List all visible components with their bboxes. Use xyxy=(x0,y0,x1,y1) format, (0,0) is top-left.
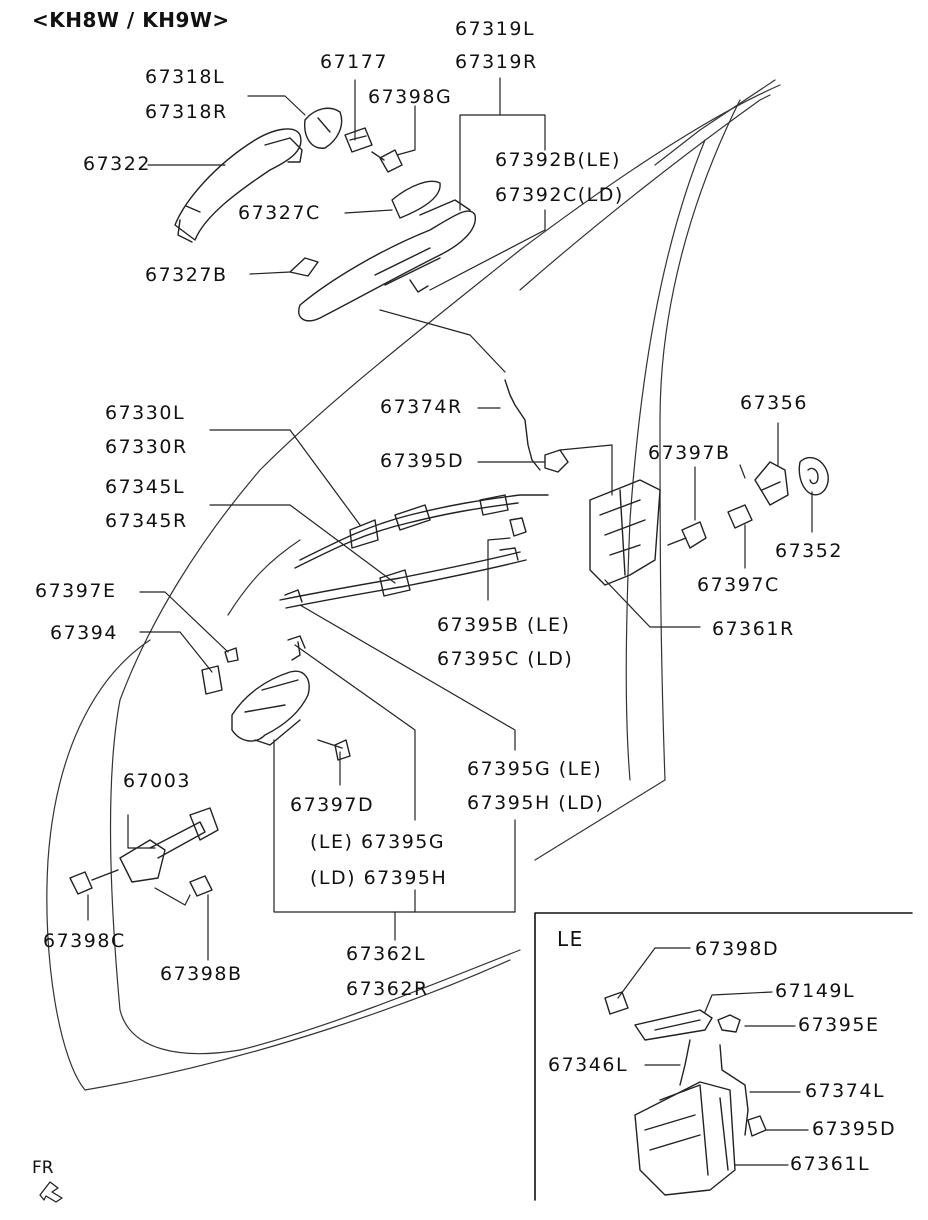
label-67398D: 67398D xyxy=(695,938,780,960)
clips-shapes xyxy=(201,449,569,695)
label-67397C: 67397C xyxy=(697,574,780,596)
screw-67398G-shape xyxy=(371,149,403,173)
striker-67356-shape xyxy=(754,461,789,506)
label-67374L: 67374L xyxy=(805,1080,886,1102)
label-67177: 67177 xyxy=(320,51,388,73)
label-67003: 67003 xyxy=(123,770,191,792)
label-67346L: 67346L xyxy=(548,1054,629,1076)
label-67330L: 67330L xyxy=(105,402,186,424)
label-67398G: 67398G xyxy=(368,86,453,108)
label-67397B: 67397B xyxy=(648,442,731,464)
fr-direction-arrow xyxy=(39,1181,63,1203)
rods-and-cables xyxy=(279,379,549,661)
label-67322: 67322 xyxy=(83,153,151,175)
label-67356: 67356 xyxy=(740,392,808,414)
label-67319R: 67319R xyxy=(455,51,538,73)
label-67318R: 67318R xyxy=(145,101,228,123)
label-67394: 67394 xyxy=(50,622,118,644)
label-67395H-b: (LD) 67395H xyxy=(310,867,448,889)
part-67177-shape xyxy=(344,127,373,153)
label-67319L: 67319L xyxy=(455,18,536,40)
label-67395D: 67395D xyxy=(380,450,465,472)
label-67395D-inset: 67395D xyxy=(812,1118,897,1140)
label-67362L: 67362L xyxy=(346,943,427,965)
gasket-67327C-shape xyxy=(391,180,441,219)
label-67397E: 67397E xyxy=(35,580,117,602)
inset-link-67149L-shape xyxy=(604,991,713,1041)
inside-handle-67362-shape xyxy=(231,670,310,746)
inset-title: LE xyxy=(557,927,584,951)
door-panel-outline xyxy=(46,79,781,1091)
outside-handle-67322-shape xyxy=(174,128,303,243)
label-67398B: 67398B xyxy=(160,963,243,985)
label-67352: 67352 xyxy=(775,540,843,562)
diagram-title: <KH8W / KH9W> xyxy=(32,8,230,32)
handle-base-67319-shape xyxy=(298,199,476,322)
label-67395C: 67395C (LD) xyxy=(437,648,574,670)
label-67345L: 67345L xyxy=(105,476,186,498)
inset-lock-67361L-shape xyxy=(634,1081,736,1196)
label-67395B: 67395B (LE) xyxy=(437,614,571,636)
label-67397D: 67397D xyxy=(290,794,375,816)
label-67392B: 67392B(LE) xyxy=(495,149,621,171)
label-67361R: 67361R xyxy=(712,618,795,640)
gasket-67327B-shape xyxy=(289,257,319,277)
label-67149L: 67149L xyxy=(775,980,856,1002)
label-67395H: 67395H (LD) xyxy=(467,792,605,814)
label-67345R: 67345R xyxy=(105,510,188,532)
label-67327C: 67327C xyxy=(238,202,321,224)
label-67318L: 67318L xyxy=(145,66,226,88)
screws-shapes xyxy=(317,504,753,761)
handle-cap-67318-shape xyxy=(304,107,343,149)
label-67330R: 67330R xyxy=(105,436,188,458)
inset-leader-lines xyxy=(617,947,809,1166)
direction-marker: FR xyxy=(32,1158,54,1178)
label-67361L: 67361L xyxy=(790,1153,871,1175)
door-check-67003-shape xyxy=(69,807,219,897)
label-67392C: 67392C(LD) xyxy=(495,184,624,206)
inset-rods xyxy=(679,1014,767,1137)
door-lock-67361R-shape xyxy=(589,479,661,586)
label-67395E: 67395E xyxy=(798,1014,880,1036)
label-67395G-b: (LE) 67395G xyxy=(310,831,446,853)
label-67374R: 67374R xyxy=(380,396,463,418)
inset-frame xyxy=(534,912,913,1201)
label-67398C: 67398C xyxy=(43,930,126,952)
label-67395G: 67395G (LE) xyxy=(467,758,603,780)
leader-lines xyxy=(87,77,813,961)
shim-67352-shape xyxy=(798,457,829,496)
label-67362R: 67362R xyxy=(346,978,429,1000)
label-67327B: 67327B xyxy=(145,264,228,286)
